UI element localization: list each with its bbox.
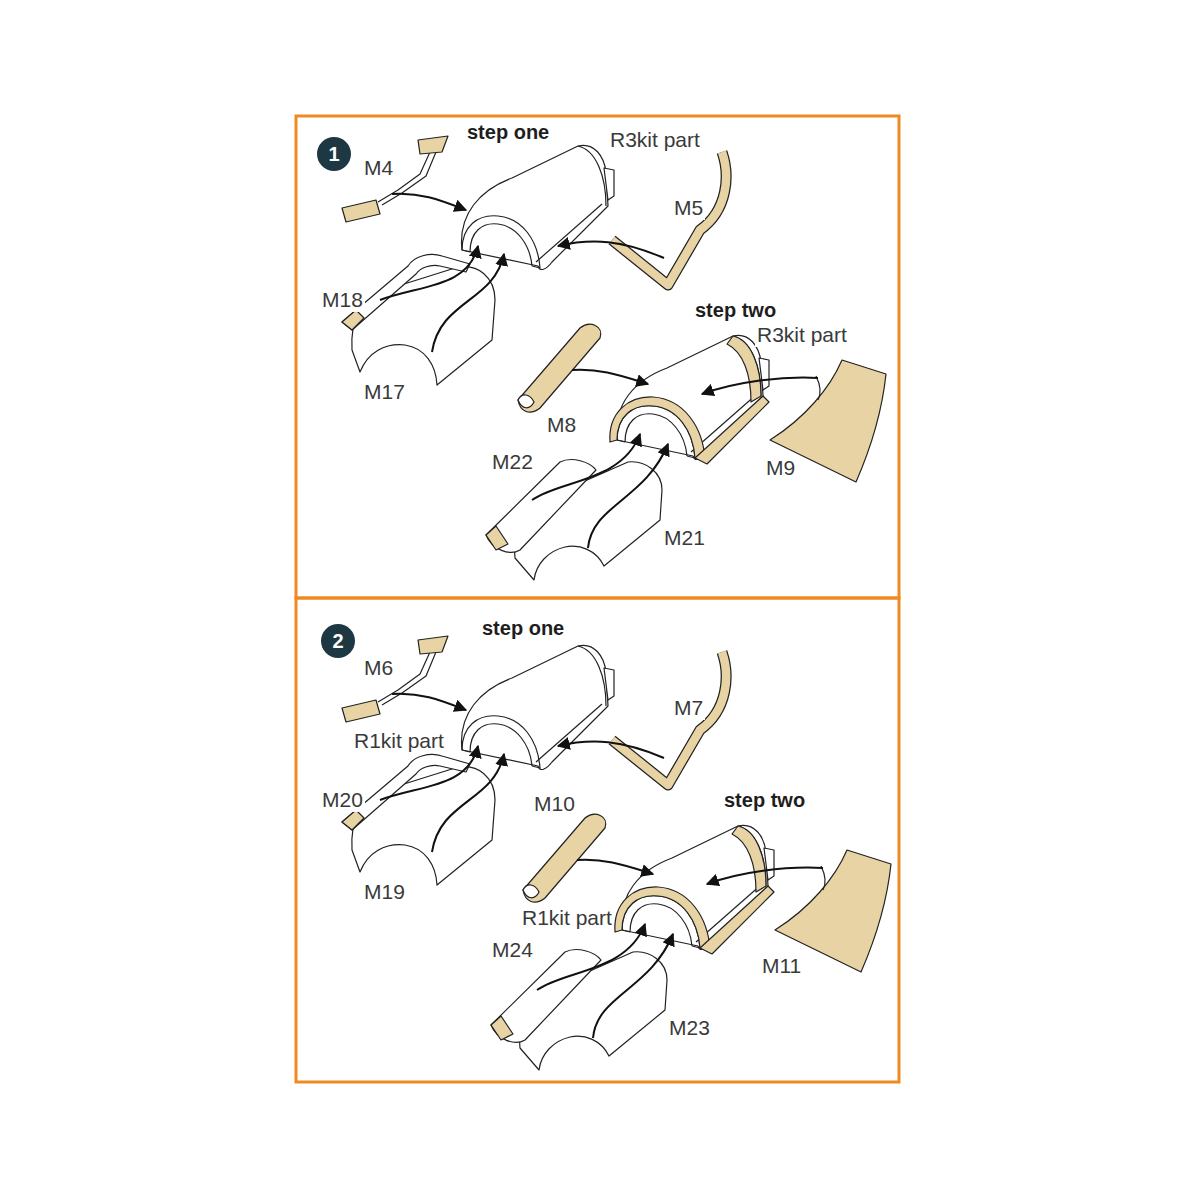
mask-set-step-one (342, 636, 726, 885)
part-number: M18 (320, 288, 365, 312)
mask-set-step-one (342, 136, 726, 385)
mask-set-step-two (486, 324, 886, 580)
kit-part-label: R1kit part (520, 906, 614, 930)
step-heading: step one (480, 617, 566, 640)
step-number: 2 (332, 631, 343, 651)
step-number: 1 (328, 144, 339, 164)
part-number: M8 (545, 413, 578, 437)
part-number: M6 (362, 656, 395, 680)
part-number: M23 (667, 1016, 712, 1040)
part-number: M5 (672, 196, 705, 220)
part-number: M4 (362, 156, 395, 180)
step-heading: step two (722, 789, 807, 812)
step-heading: step two (693, 299, 778, 322)
step-badge: 2 (321, 624, 355, 658)
part-number: M24 (490, 938, 535, 962)
part-number: M20 (320, 788, 365, 812)
part-number: M10 (532, 792, 577, 816)
part-number: M19 (362, 880, 407, 904)
kit-part-label: R3kit part (608, 128, 702, 152)
panel-frame (296, 598, 899, 1082)
step-heading: step one (465, 121, 551, 144)
kit-part (462, 145, 614, 269)
part-number: M21 (662, 526, 707, 550)
kit-part-label: R1kit part (352, 729, 446, 753)
mask-set-step-two (491, 814, 891, 1070)
kit-part (462, 645, 614, 769)
kit-part-label: R3kit part (755, 323, 849, 347)
part-number: M17 (362, 380, 407, 404)
panel-frame (296, 116, 899, 598)
step-badge: 1 (317, 137, 351, 171)
part-number: M7 (672, 696, 705, 720)
part-number: M9 (764, 456, 797, 480)
part-number: M22 (490, 450, 535, 474)
part-number: M11 (760, 954, 803, 978)
